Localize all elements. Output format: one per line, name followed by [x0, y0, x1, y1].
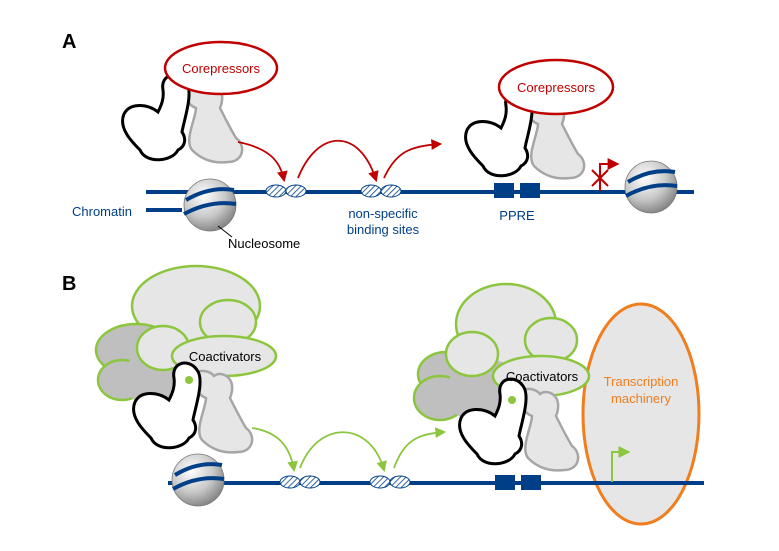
nucleosome-label: Nucleosome: [228, 236, 300, 251]
chromatin-label: Chromatin: [72, 204, 132, 219]
coactivators-right-label: Coactivators: [506, 369, 579, 384]
hop-arrow-a2: [297, 140, 379, 183]
transcription-label-line1: Transcription: [604, 374, 679, 389]
corepressors-left: [163, 40, 279, 96]
ppre-box-b2: [521, 475, 541, 490]
corepressors-right: [497, 58, 615, 116]
hop-arrow-b3: [393, 427, 447, 469]
panel-a-letter: A: [62, 31, 76, 53]
coactivator-complex-b-right: [412, 282, 591, 472]
hop-arrow-a3: [383, 139, 443, 179]
nonspecific-label-line1: non-specific: [348, 206, 418, 221]
panel-b-letter: B: [62, 273, 76, 295]
chromatin-strand-b: [168, 481, 704, 485]
hop-arrow-a1: [237, 141, 288, 183]
nonspecific-label-line2: binding sites: [347, 222, 420, 237]
nucleosome-b-left: [171, 453, 225, 507]
hop-arrow-b2: [299, 431, 387, 473]
hop-arrow-b1: [251, 427, 298, 473]
transcription-label-line2: machinery: [611, 391, 671, 406]
receptor-complex-a-right: [464, 89, 586, 180]
nucleosome-a-right: [624, 160, 678, 214]
active-tss: [611, 446, 631, 482]
ppre-box-a1: [494, 183, 514, 198]
nonspecific-site-b2: [369, 475, 411, 489]
coactivator-complex-b-left: [94, 264, 278, 454]
nucleosome-a-left: [183, 178, 237, 232]
corepressors-left-label: Corepressors: [182, 61, 261, 76]
corepressors-right-label: Corepressors: [517, 80, 596, 95]
nonspecific-site-b1: [279, 475, 321, 489]
ppre-box-a2: [520, 183, 540, 198]
nonspecific-site-a2: [360, 184, 402, 198]
coactivators-left-label: Coactivators: [189, 349, 262, 364]
transcription-machinery: [581, 302, 701, 526]
ppre-label: PPRE: [499, 208, 535, 223]
ppre-box-b1: [495, 475, 515, 490]
blocked-tss: [591, 158, 620, 191]
nonspecific-site-a1: [265, 184, 307, 198]
